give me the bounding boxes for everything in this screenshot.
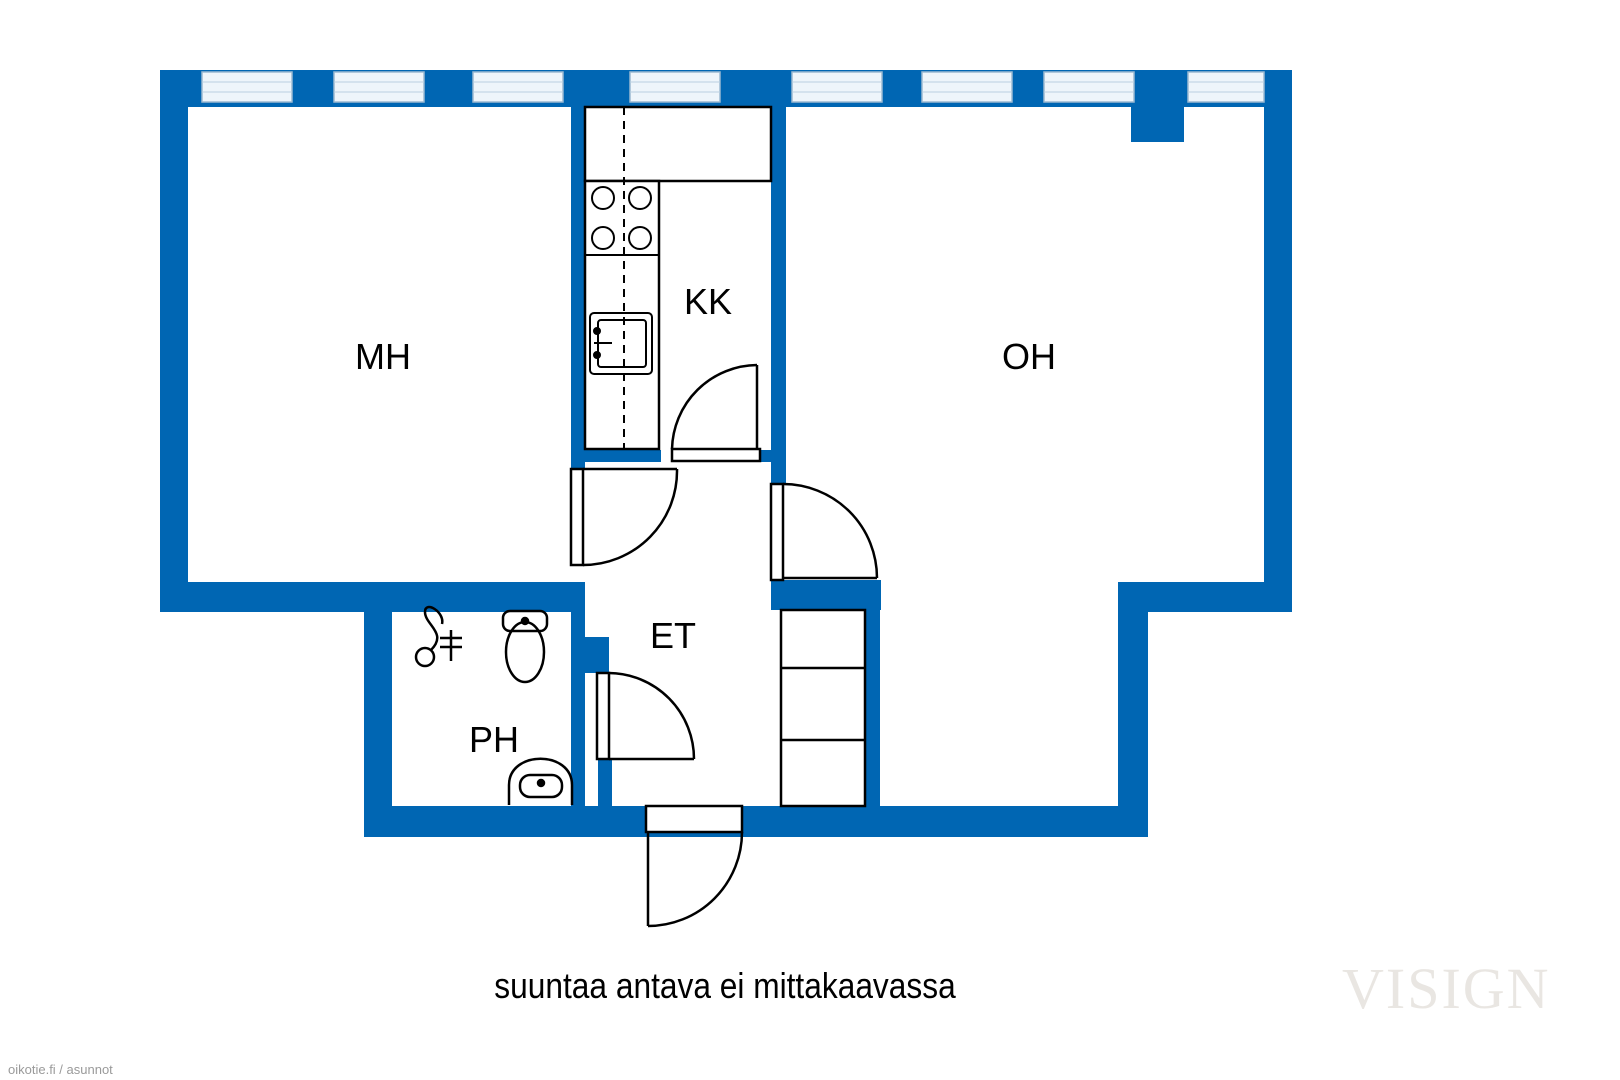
room-label-ph: PH (469, 719, 519, 760)
windows (201, 71, 1265, 103)
window-panes (202, 81, 1264, 93)
shower-icon (414, 605, 462, 668)
wardrobe (779, 608, 867, 808)
kitchen-sink-icon (589, 312, 653, 375)
source-credit: oikotie.fi / asunnot (8, 1062, 113, 1077)
kitchen-counter (583, 105, 773, 451)
stove-icon (584, 180, 660, 256)
toilet-icon (501, 609, 549, 684)
washbasin-icon (507, 757, 574, 805)
walls (160, 70, 1292, 837)
room-label-kk: KK (684, 281, 732, 322)
room-label-et: ET (650, 615, 696, 656)
scale-disclaimer: suuntaa antava ei mittakaavassa (494, 965, 956, 1006)
room-label-mh: MH (355, 336, 411, 377)
visign-watermark: VISIGN (1342, 956, 1551, 1021)
doors (569, 363, 879, 928)
room-label-oh: OH (1002, 336, 1056, 377)
